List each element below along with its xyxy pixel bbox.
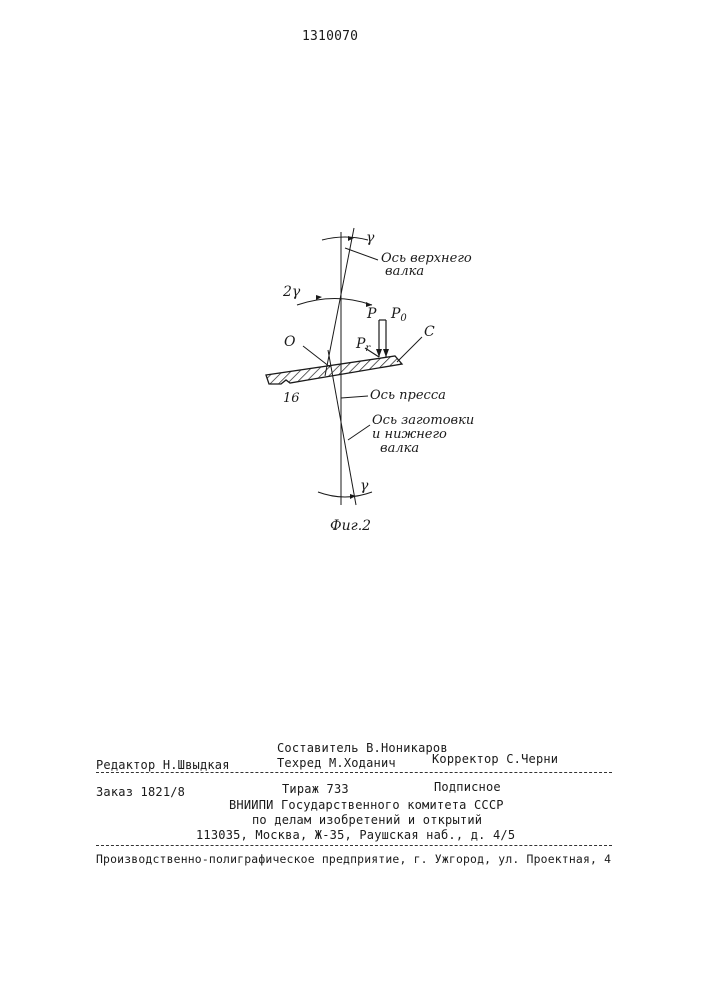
figure-caption: Фиг.2 [330, 518, 371, 534]
force-p0-label: P0 [390, 306, 407, 324]
org-line-2: по делам изобретений и открытий [252, 813, 482, 827]
two-gamma-arc [297, 299, 372, 306]
two-gamma-label: 2γ [282, 284, 301, 300]
address: 113035, Москва, Ж-35, Раушская наб., д. … [196, 828, 515, 842]
part-number-label: 16 [283, 391, 300, 406]
point-c-label: C [424, 324, 435, 340]
leader-press-axis [341, 396, 368, 398]
order-number: Заказ 1821/8 [96, 785, 185, 799]
leader-point-o [303, 346, 330, 367]
leader-point-c [397, 337, 422, 362]
leader-upper-axis [345, 248, 378, 260]
force-p-label: P [366, 306, 377, 322]
printer: Производственно-полиграфическое предприя… [96, 852, 611, 866]
blank-axis-label: Ось заготовки [372, 413, 474, 428]
force-pr-label: Pr [355, 336, 371, 354]
divider [96, 772, 612, 773]
editor: Редактор Н.Швыдкая [96, 758, 230, 772]
leader-blank-axis [348, 425, 370, 440]
point-o-label: O [284, 334, 296, 350]
blank-axis-label-3: валка [380, 441, 419, 456]
corrector: Корректор С.Черни [432, 752, 558, 766]
divider [96, 845, 612, 846]
org-line-1: ВНИИПИ Государственного комитета СССР [229, 798, 504, 812]
compiler: Составитель В.Ноникаров [277, 741, 448, 755]
technical-drawing: γ Ось верхнего валка 2γ P P0 Pr C O 16 О… [0, 0, 707, 560]
press-axis-label: Ось пресса [370, 388, 446, 403]
blank-axis-label-2: и нижнего [372, 427, 447, 442]
gamma-bottom-label: γ [360, 478, 369, 494]
arrow-head [383, 349, 389, 357]
upper-roll-axis-label-2: валка [385, 264, 424, 279]
gamma-arc-top [322, 237, 368, 240]
hatched-blank [266, 356, 402, 384]
circulation: Тираж 733 [282, 782, 349, 796]
subscription: Подписное [434, 780, 501, 794]
gamma-top-label: γ [366, 230, 375, 246]
techred: Техред М.Ходанич [277, 756, 396, 770]
